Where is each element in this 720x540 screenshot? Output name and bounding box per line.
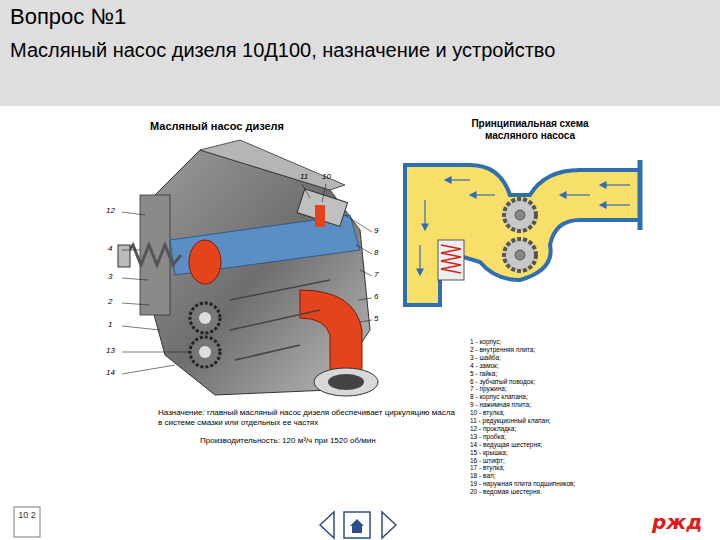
capacity-note: Производительность: 120 м³/ч при 1520 об… — [200, 436, 460, 446]
parts-list-item: 7 - пружина; — [470, 385, 670, 392]
purpose-note: Назначение: главный масляный насос дизел… — [158, 408, 458, 429]
slide-title: Вопрос №1 — [10, 4, 510, 30]
callout-number: 4 — [108, 244, 112, 254]
figure-heading: Масляный насос дизеля — [150, 120, 380, 133]
slide-subtitle: Масляный насос дизеля 10Д100, назначение… — [10, 38, 590, 63]
figure-heading: Принципиальная схема масляного насоса — [445, 118, 615, 142]
parts-list-item: 4 - замок; — [470, 362, 670, 369]
callout-number: 14 — [106, 368, 115, 378]
callout-number: 6 — [374, 292, 378, 302]
parts-list-item: 18 - вал; — [470, 472, 670, 479]
callout-number: 13 — [106, 346, 115, 356]
parts-list-item: 8 - корпус клапана; — [470, 393, 670, 400]
parts-list-item: 19 - наружная плита подшипников; — [470, 480, 670, 487]
parts-list-item: 9 - нажимная плита; — [470, 401, 670, 408]
callout-number: 9 — [374, 226, 378, 236]
parts-list-item: 1 - корпус; — [470, 338, 670, 345]
callout-number: 10 — [322, 172, 331, 182]
page-number: 10 2 — [16, 510, 38, 521]
parts-list-item: 6 - зубчатый поводок; — [470, 378, 670, 385]
parts-list-item: 15 - крышка; — [470, 449, 670, 456]
callout-number: 8 — [374, 248, 378, 258]
callout-number: 1 — [108, 320, 112, 330]
callout-number: 2 — [108, 297, 112, 307]
parts-list-item: 12 - прокладка; — [470, 425, 670, 432]
callout-number: 11 — [300, 172, 308, 182]
callout-number: 3 — [108, 272, 112, 282]
parts-list-item: 20 - ведомая шестерня. — [470, 488, 670, 495]
company-logo: ржд — [652, 510, 702, 534]
callout-number: 5 — [374, 314, 378, 324]
parts-list-item: 5 - гайка; — [470, 370, 670, 377]
parts-list-item: 11 - редукционный клапан; — [470, 417, 670, 424]
parts-list-item: 13 - пробка; — [470, 433, 670, 440]
parts-list-item: 17 - втулка; — [470, 464, 670, 471]
callout-number: 7 — [374, 270, 378, 280]
parts-list-item: 3 - шайба; — [470, 354, 670, 361]
parts-list-item: 10 - втулка; — [470, 409, 670, 416]
parts-list-item: 2 - внутренняя плита; — [470, 346, 670, 353]
callout-number: 12 — [106, 206, 115, 216]
parts-list-item: 16 - штифт; — [470, 457, 670, 464]
parts-list-item: 14 - ведущая шестерня; — [470, 441, 670, 448]
